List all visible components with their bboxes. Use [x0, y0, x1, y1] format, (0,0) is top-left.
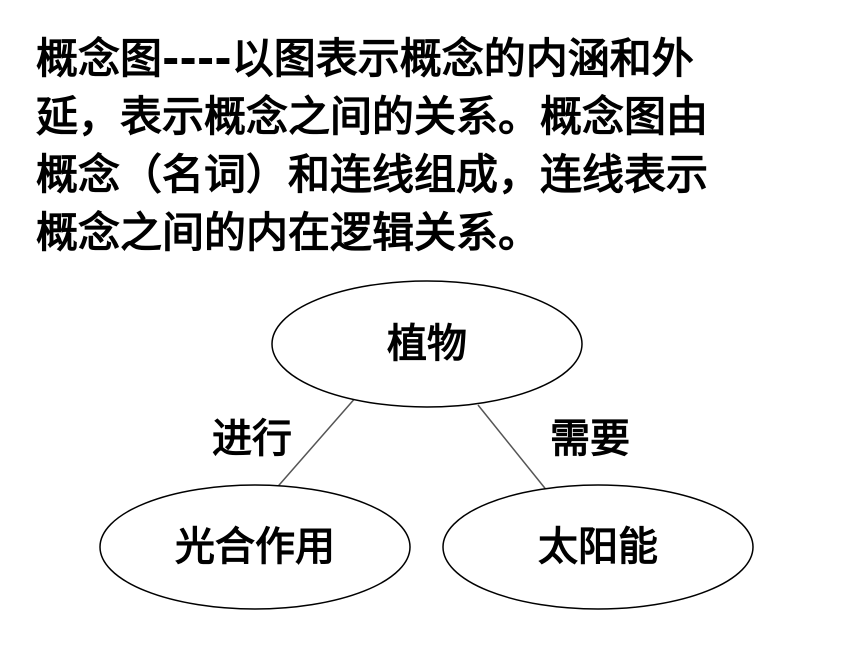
node-left: 光合作用 — [99, 484, 411, 610]
intro-line-4: 概念之间的内在逻辑关系。 — [36, 208, 541, 257]
node-left-label: 光合作用 — [175, 524, 335, 570]
node-left-ellipse — [99, 484, 411, 610]
intro-line-3: 概念（名词）和连线组成，连线表示 — [36, 150, 709, 199]
link-label-left: 进行 — [212, 416, 292, 462]
node-root-label: 植物 — [387, 321, 467, 367]
intro-line-2: 延，表示概念之间的关系。概念图由 — [36, 92, 709, 141]
intro-line-1: 概念图----以图表示概念的内涵和外 — [36, 34, 694, 83]
link-line-right — [477, 404, 549, 493]
node-right-ellipse — [442, 484, 754, 610]
link-label-right: 需要 — [550, 416, 630, 462]
intro-paragraph: 概念图----以图表示概念的内涵和外 延，表示概念之间的关系。概念图由 概念（名… — [36, 30, 836, 262]
link-line-left — [272, 395, 358, 493]
node-root-ellipse — [271, 280, 583, 408]
node-root: 植物 — [271, 280, 583, 408]
node-right: 太阳能 — [442, 484, 754, 610]
node-right-label: 太阳能 — [538, 524, 658, 570]
